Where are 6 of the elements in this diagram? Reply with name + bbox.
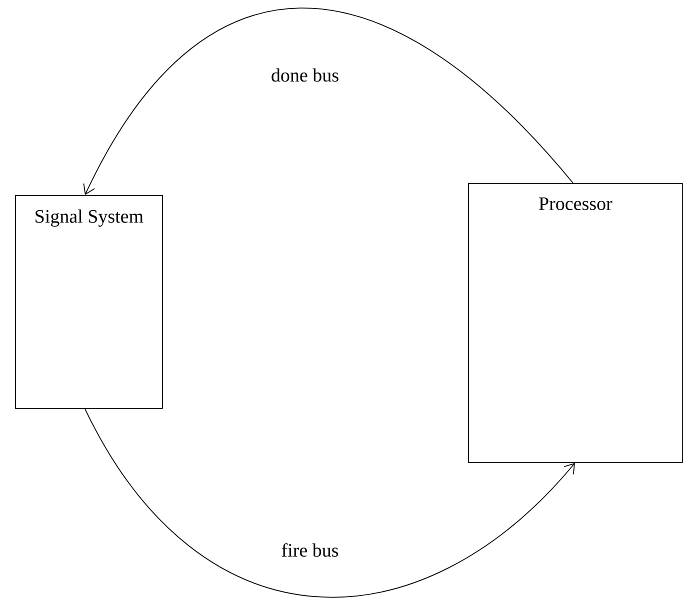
edge-label: done bus (268, 66, 342, 84)
arrow (84, 408, 575, 598)
process-box: Processor (468, 183, 683, 463)
edge-label: fire bus (279, 541, 341, 559)
process-box: Signal System (15, 195, 163, 409)
arrow (83, 8, 574, 195)
